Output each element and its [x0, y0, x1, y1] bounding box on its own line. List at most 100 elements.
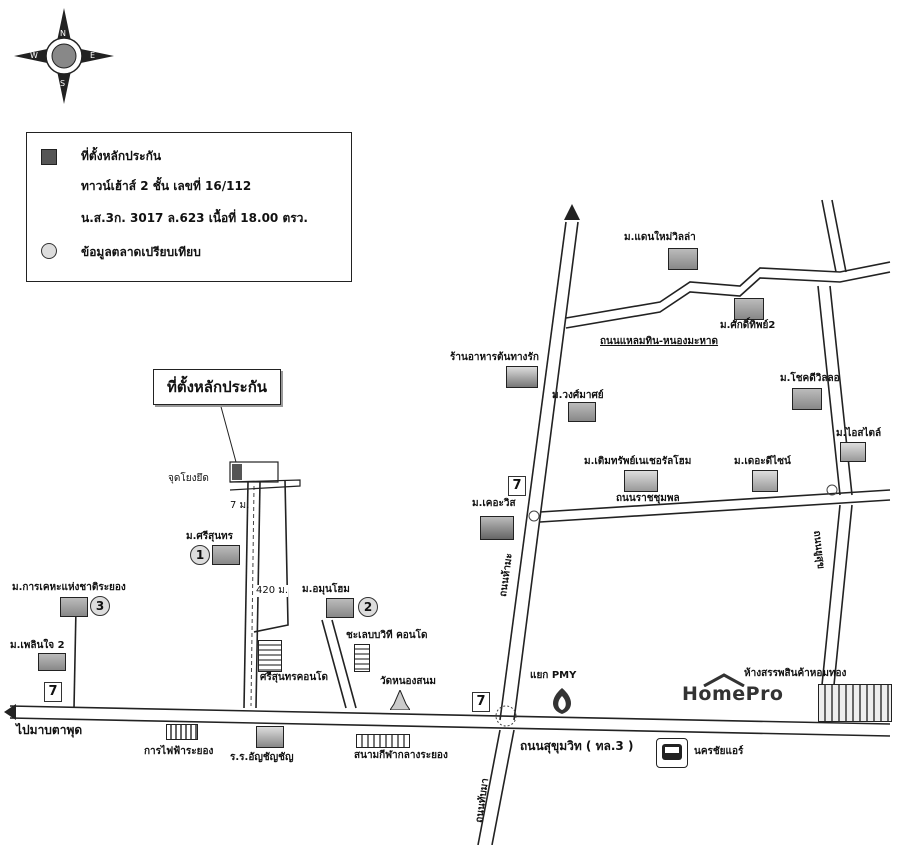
- comparable-3-marker: 3: [90, 596, 110, 616]
- north-road-east-edge: [513, 221, 579, 721]
- place-plernjai: ม.เพลินใจ 2: [10, 640, 65, 651]
- place-stadium: สนามกีฬากลางระยอง: [354, 750, 448, 761]
- east-road-bottom-edge: [539, 499, 891, 523]
- road-laem-tin-label: ถนนแหลมทิน-หนองมะหาด: [600, 336, 719, 347]
- sukhumvit-road: [9, 705, 891, 725]
- the-design-house-icon: [752, 470, 778, 492]
- place-srisunthon-condo: ศรีสุนทรคอนโด: [260, 672, 329, 683]
- seven-eleven-west: 7: [44, 682, 62, 702]
- chokdee-house-icon: [792, 388, 822, 410]
- legend-deed-line: น.ส.3ก. 3017 ล.623 เนื้อที่ 18.00 ตรว.: [81, 211, 308, 225]
- mall-icon: [818, 684, 892, 722]
- subject-callout: ที่ตั้งหลักประกัน: [153, 369, 281, 405]
- place-the-design: ม.เดอะดีไซน์: [734, 456, 791, 467]
- stadium-icon: [356, 734, 410, 748]
- place-wat-nongsanom: วัดหนองสนม: [380, 676, 436, 687]
- comparable-3-house-icon: [60, 597, 88, 617]
- wongmart-house-icon: [568, 402, 596, 422]
- legend-comparable-label: ข้อมูลตลาดเปรียบเทียบ: [81, 245, 201, 259]
- place-school: ร.ร.อัญชัญชัญ: [230, 752, 294, 763]
- place-istyle: ม.ไอสไตล์: [836, 428, 882, 439]
- soi-amunhome-e: [331, 619, 357, 709]
- place-daenmai-villa: ม.แดนใหม่วิลล่า: [624, 232, 696, 243]
- soi-amunhome-w: [321, 619, 347, 709]
- alley-dashed: [250, 485, 255, 707]
- restaurant-icon: [506, 366, 538, 388]
- bus-icon: [656, 738, 688, 768]
- yusuk-road-e: [829, 285, 853, 496]
- temple-icon: [389, 688, 411, 711]
- intersection-east: [826, 484, 838, 496]
- comparable-1-marker: 1: [190, 545, 210, 565]
- compass-north: N: [60, 29, 66, 38]
- subject-property-unit: [232, 464, 242, 480]
- comparable-1-house-icon: [212, 545, 240, 565]
- road-to-ban-phe-label: ไปมาบตาพุด: [16, 723, 83, 737]
- place-chokdee-villa: ม.โชคดีวิลลอ: [780, 373, 840, 384]
- south-road-east-edge: [491, 729, 515, 845]
- istyle-house-icon: [840, 442, 866, 462]
- comparable-3-name: ม.การเคหะแห่งชาติระยอง: [12, 582, 126, 593]
- soi-karnkheha: [73, 607, 77, 709]
- subject-frontage-road: [229, 479, 301, 491]
- laem-tin-road: [565, 261, 891, 319]
- road-sukhumvit-label: ถนนสุขุมวิท ( ทล.3 ): [520, 739, 634, 753]
- comparable-1-name: ม.ศรีสุนทร: [186, 531, 234, 542]
- frontage-label: 7 ม.: [230, 500, 250, 511]
- yusuk-road-s-e: [831, 504, 853, 706]
- place-chalerm-condo: ชะเลบบวิที คอนโด: [346, 630, 428, 641]
- comparable-2-house-icon: [326, 598, 354, 618]
- alley-length-label: 420 ม.: [256, 585, 289, 597]
- place-homthong-mall: ห้างสรรพสินค้าหอมทอง: [744, 668, 847, 679]
- school-icon: [256, 726, 284, 748]
- sakthip-house-icon: [734, 298, 764, 320]
- seven-eleven-pmy: 7: [472, 692, 490, 712]
- the-iris-house-icon: [480, 516, 514, 540]
- place-wongmart: ม.วงศ์มาศย์: [552, 390, 604, 401]
- compass-east: E: [90, 51, 96, 60]
- legend-subject-label: ที่ตั้งหลักประกัน: [81, 149, 162, 163]
- place-sakthip: ม.ศักดิ์ทิพย์2: [720, 320, 776, 331]
- place-electricity: การไฟฟ้าระยอง: [144, 746, 214, 757]
- homepro-logo: HomePro: [682, 683, 784, 705]
- callout-pointer: [219, 402, 237, 463]
- road-ratchaphruek-label: ถนนราชชุมพล: [616, 493, 680, 504]
- west-arrow: [4, 704, 16, 720]
- side-soi-1: [253, 479, 289, 633]
- laem-tin-road-2: [565, 271, 891, 329]
- comparable-2-name: ม.อมุนโฮม: [302, 584, 350, 595]
- seven-eleven-north: 7: [508, 476, 526, 496]
- place-restaurant: ร้านอาหารต้นทางรัก: [450, 352, 539, 363]
- legend-box: ที่ตั้งหลักประกัน ทาวน์เฮ้าส์ 2 ชั้น เลข…: [26, 132, 352, 282]
- compass-rose: N S W E: [14, 8, 114, 104]
- east-vertical-road-1: [821, 199, 837, 273]
- reference-point-label: จุดโยงยึด: [168, 473, 209, 484]
- intersection-north: [528, 510, 540, 522]
- place-termsap-natural: ม.เติมทรัพย์เนเชอรัลโฮม: [584, 456, 692, 467]
- termsap-house-icon: [624, 470, 658, 492]
- srisunthon-condo-icon: [258, 640, 282, 672]
- intersection-pmy: [495, 705, 517, 727]
- compass-west: W: [30, 51, 38, 60]
- plernjai-house-icon: [38, 653, 66, 671]
- homepro-roof-icon: [702, 672, 746, 691]
- electricity-office-icon: [166, 724, 198, 740]
- subject-swatch: [41, 149, 57, 165]
- pmy-logo-icon: [550, 688, 574, 714]
- east-road-top-edge: [539, 489, 891, 513]
- comparable-swatch: [41, 243, 57, 259]
- legend-property-line: ทาวน์เฮ้าส์ 2 ชั้น เลขที่ 16/112: [81, 179, 252, 193]
- place-pmy-junction: แยก PMY: [530, 670, 577, 681]
- yusuk-road-w: [817, 285, 841, 496]
- north-road-west-edge: [499, 221, 567, 721]
- alley-road-west: [243, 481, 249, 709]
- daenmai-house-icon: [668, 248, 698, 270]
- comparable-2-marker: 2: [358, 597, 378, 617]
- place-the-iris: ม.เคอะวิส: [472, 498, 516, 509]
- yusuk-road-s-w: [819, 504, 841, 706]
- compass-south: S: [60, 79, 66, 88]
- chalerm-condo-icon: [354, 644, 370, 672]
- east-vertical-road-2: [831, 199, 847, 273]
